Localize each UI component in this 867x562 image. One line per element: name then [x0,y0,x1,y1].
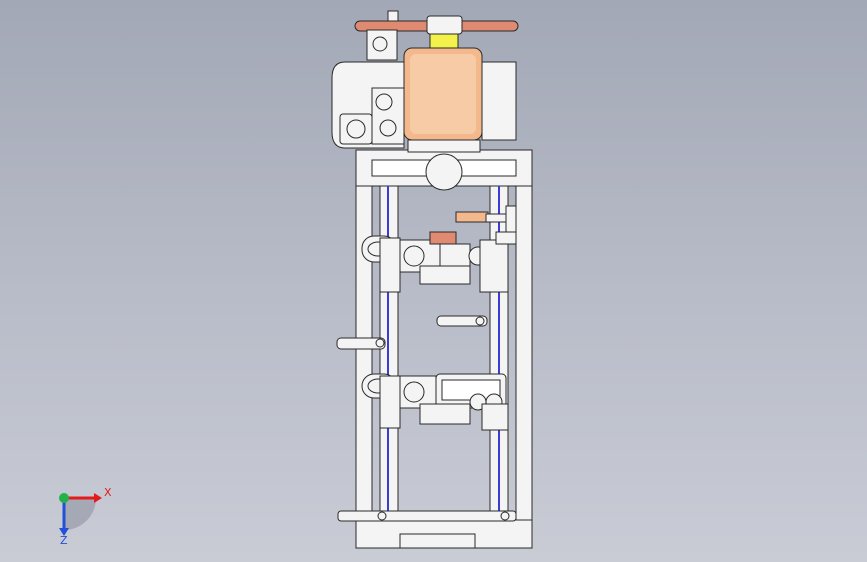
coupling [429,33,459,49]
triad-shadow [64,498,96,530]
clamp-bar-left [336,337,386,350]
reference-triad: X Z [40,478,120,548]
z-axis-arrow-icon [59,498,69,536]
triad-graphic [59,493,102,536]
carriage-upper [361,231,517,293]
bottom-crossbar [337,510,517,522]
frame-right-post [515,149,533,549]
carriage-lower [361,373,509,431]
z-axis-label: Z [60,534,68,547]
x-axis-label: X [104,486,112,499]
coupling-ball [425,153,463,191]
sensor-pin [455,211,489,223]
clamp-bar-mid [436,315,488,327]
y-axis-arrow-icon [59,493,69,503]
